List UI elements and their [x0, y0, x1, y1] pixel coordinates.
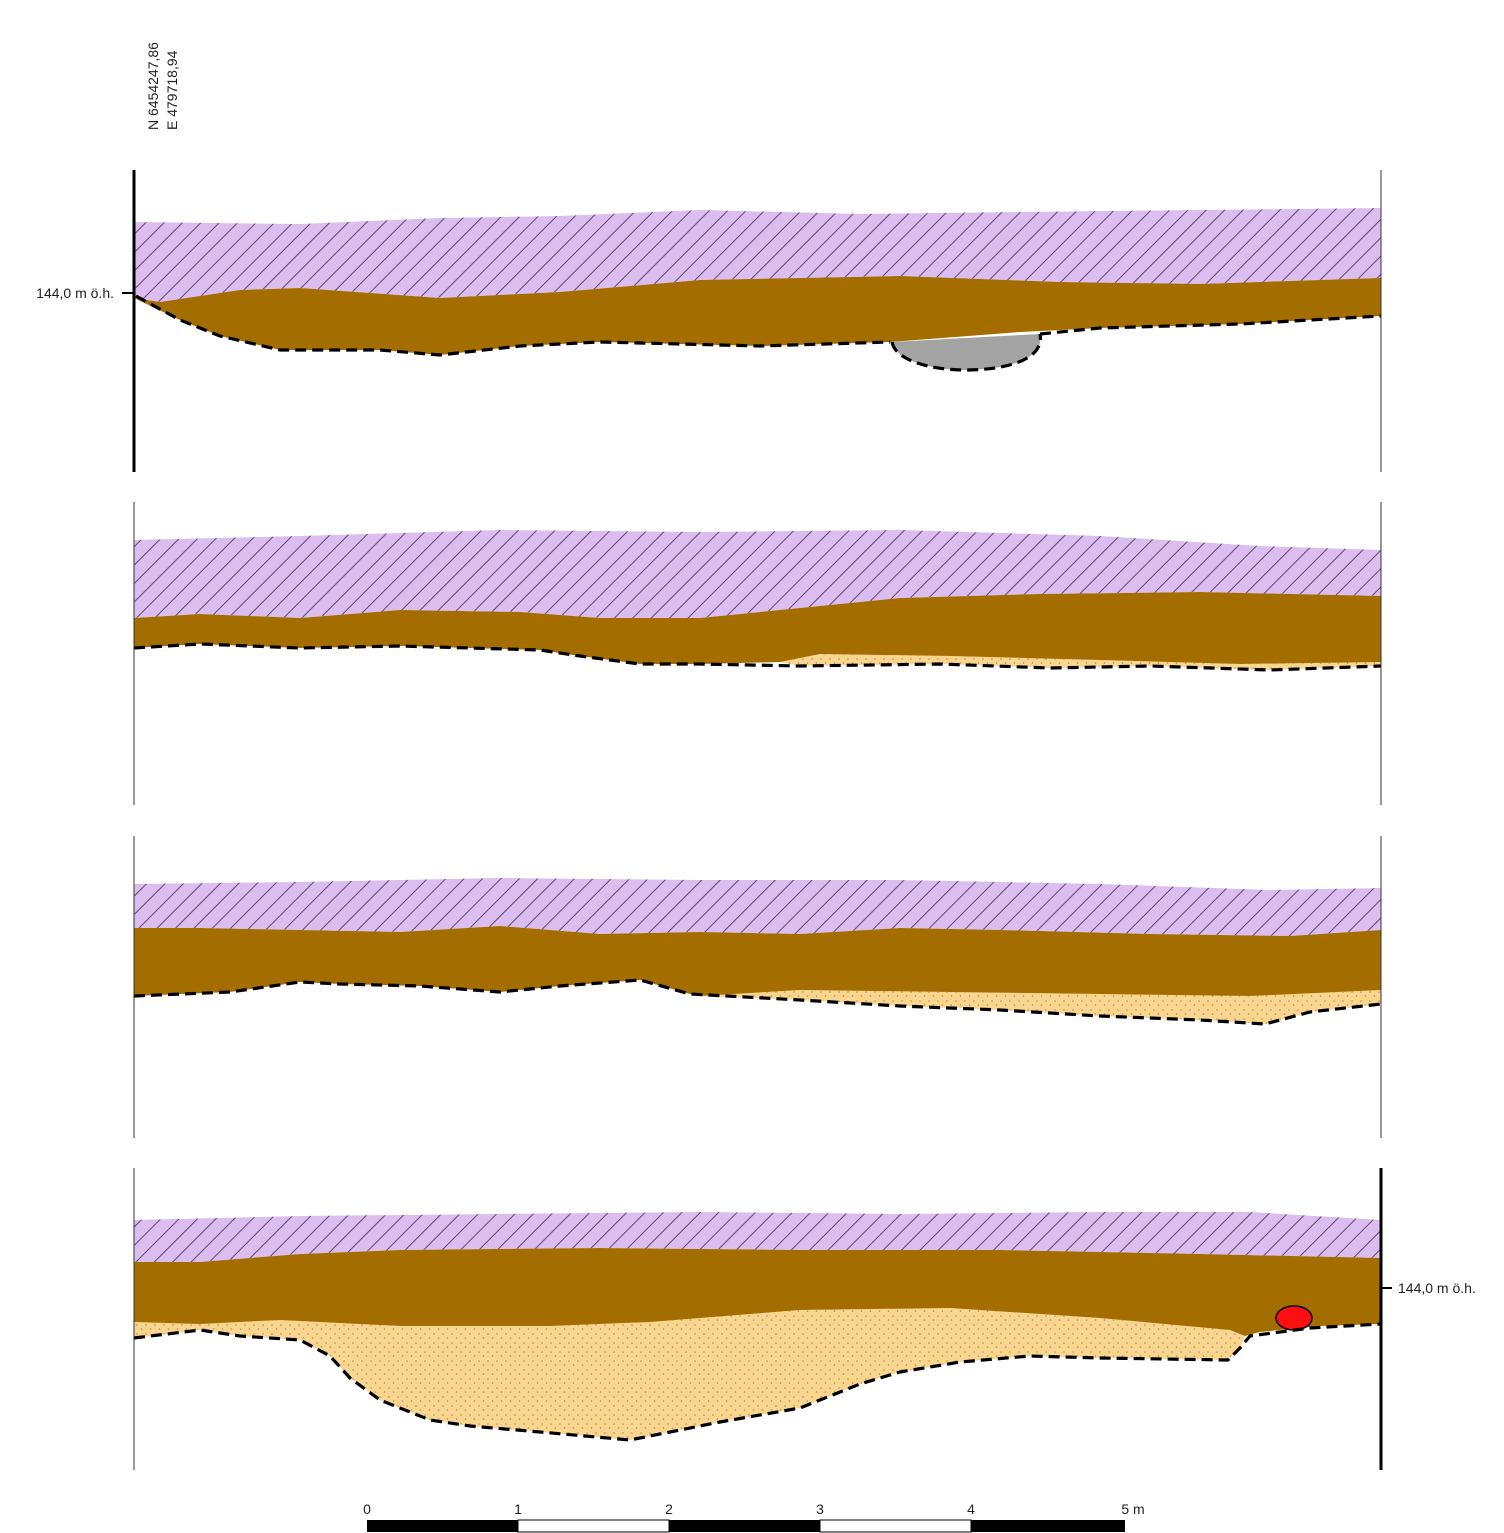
stone-feature-outline — [890, 333, 1042, 372]
brown-layer — [134, 926, 1381, 996]
scale-segment-0-1 — [367, 1520, 518, 1532]
scale-segment-3-4 — [819, 1519, 972, 1533]
sand-layer — [780, 654, 1381, 670]
scale-bar: 0 1 2 3 4 5 m — [363, 1501, 1145, 1533]
coordinate-east: E 479718,94 — [164, 50, 180, 130]
topsoil-layer — [134, 878, 1381, 936]
section-panel-3 — [133, 836, 1382, 1138]
red-feature — [1275, 1305, 1313, 1331]
sand-layer — [134, 1308, 1245, 1440]
brown-layer — [134, 1248, 1381, 1336]
scale-segment-1-2 — [517, 1519, 670, 1533]
topsoil-layer — [134, 208, 1381, 302]
excavation-boundary — [135, 294, 891, 357]
excavation-boundary — [133, 978, 1382, 1026]
scale-label-0: 0 — [363, 1501, 371, 1517]
excavation-boundary — [133, 642, 1382, 672]
elevation-label-right: 144,0 m ö.h. — [1398, 1280, 1476, 1296]
excavation-boundary — [133, 1322, 1382, 1442]
sand-layer — [700, 990, 1381, 1024]
brown-layer — [134, 276, 1381, 355]
section-panel-4: 144,0 m ö.h. — [133, 1168, 1476, 1470]
coordinate-north: N 6454247,86 — [145, 42, 161, 130]
topsoil-layer — [134, 1212, 1381, 1262]
scale-label-2: 2 — [665, 1501, 673, 1517]
scale-label-5m: 5 m — [1121, 1501, 1144, 1517]
scale-segment-4-5 — [971, 1520, 1125, 1532]
scale-label-3: 3 — [816, 1501, 824, 1517]
scale-segment-2-3 — [669, 1520, 820, 1532]
section-panel-1: 144,0 m ö.h. — [36, 170, 1382, 472]
scale-label-4: 4 — [967, 1501, 975, 1517]
stone-feature — [892, 334, 1041, 370]
topsoil-layer — [134, 530, 1381, 618]
scale-label-1: 1 — [514, 1501, 522, 1517]
elevation-label-left: 144,0 m ö.h. — [36, 285, 114, 301]
section-panel-2 — [133, 502, 1382, 805]
